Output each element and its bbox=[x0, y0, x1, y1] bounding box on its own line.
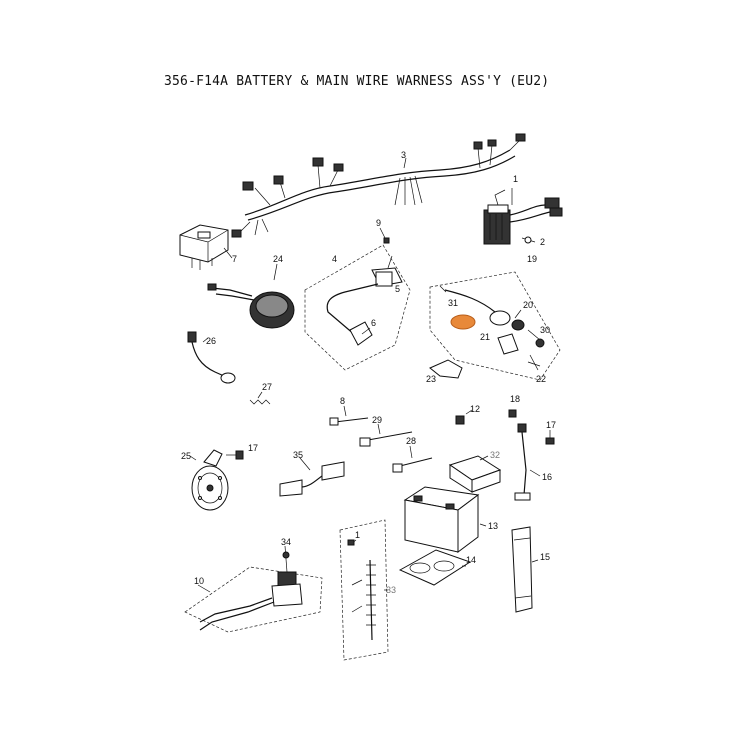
part-fuse-strip-33 bbox=[339, 519, 389, 661]
callout-9: 9 bbox=[376, 218, 381, 228]
part-cable-tie-29 bbox=[359, 423, 413, 447]
callout-1-sub: 1 bbox=[355, 530, 360, 540]
callout-31: 31 bbox=[448, 298, 458, 308]
part-sensor-26 bbox=[187, 331, 236, 384]
part-ignition-coil-group bbox=[304, 244, 411, 371]
part-relay bbox=[179, 224, 233, 270]
callout-35: 35 bbox=[293, 450, 303, 460]
callout-15: 15 bbox=[540, 552, 550, 562]
part-nut-18 bbox=[508, 409, 517, 418]
callout-8: 8 bbox=[340, 396, 345, 406]
callout-34: 34 bbox=[281, 537, 291, 547]
callout-19: 19 bbox=[527, 254, 537, 264]
callout-14: 14 bbox=[466, 555, 476, 565]
part-nut-12 bbox=[455, 409, 473, 425]
part-battery-cable-16 bbox=[514, 423, 541, 501]
callout-30: 30 bbox=[540, 325, 550, 335]
callout-27: 27 bbox=[262, 382, 272, 392]
callout-21: 21 bbox=[480, 332, 490, 342]
part-highlight-cap-31 bbox=[450, 314, 476, 330]
callout-20: 20 bbox=[523, 300, 533, 310]
part-cable-tie-8 bbox=[329, 405, 369, 426]
part-battery-cover-32 bbox=[448, 455, 502, 493]
callout-29: 29 bbox=[372, 415, 382, 425]
callout-4: 4 bbox=[332, 254, 337, 264]
callout-7: 7 bbox=[232, 254, 237, 264]
part-small-bolt-9 bbox=[379, 227, 390, 244]
part-main-wire-harness bbox=[231, 133, 526, 238]
callout-23: 23 bbox=[426, 374, 436, 384]
callout-17-right: 17 bbox=[546, 420, 556, 430]
part-spring-clip-27 bbox=[249, 391, 271, 405]
part-battery-13 bbox=[403, 486, 487, 553]
callout-22: 22 bbox=[536, 374, 546, 384]
callout-33: 33 bbox=[386, 585, 396, 595]
part-battery-pad-14 bbox=[398, 549, 472, 586]
callout-6: 6 bbox=[371, 318, 376, 328]
callout-13: 13 bbox=[488, 521, 498, 531]
part-battery-strap-15 bbox=[511, 526, 539, 613]
part-cable-tie-28 bbox=[392, 445, 433, 473]
callout-18: 18 bbox=[510, 394, 520, 404]
callout-2: 2 bbox=[540, 237, 545, 247]
callout-12: 12 bbox=[470, 404, 480, 414]
part-bolt-17 bbox=[226, 430, 555, 460]
callout-25: 25 bbox=[181, 451, 191, 461]
part-flasher-relay bbox=[207, 263, 295, 329]
callout-24: 24 bbox=[273, 254, 283, 264]
part-horn-25 bbox=[189, 449, 229, 511]
callout-26: 26 bbox=[206, 336, 216, 346]
callout-5: 5 bbox=[395, 284, 400, 294]
part-regulator bbox=[483, 188, 563, 245]
callout-17-left: 17 bbox=[248, 443, 258, 453]
callout-1: 1 bbox=[513, 174, 518, 184]
callout-32: 32 bbox=[490, 450, 500, 460]
part-starter-relay-group bbox=[184, 545, 323, 633]
callout-28: 28 bbox=[406, 436, 416, 446]
callout-3: 3 bbox=[401, 150, 406, 160]
callout-10: 10 bbox=[194, 576, 204, 586]
part-key-switch-group bbox=[429, 271, 561, 381]
part-connector-harness-35 bbox=[279, 457, 345, 497]
callout-16: 16 bbox=[542, 472, 552, 482]
page-title: 356-F14A BATTERY & MAIN WIRE WARNESS ASS… bbox=[164, 74, 550, 89]
